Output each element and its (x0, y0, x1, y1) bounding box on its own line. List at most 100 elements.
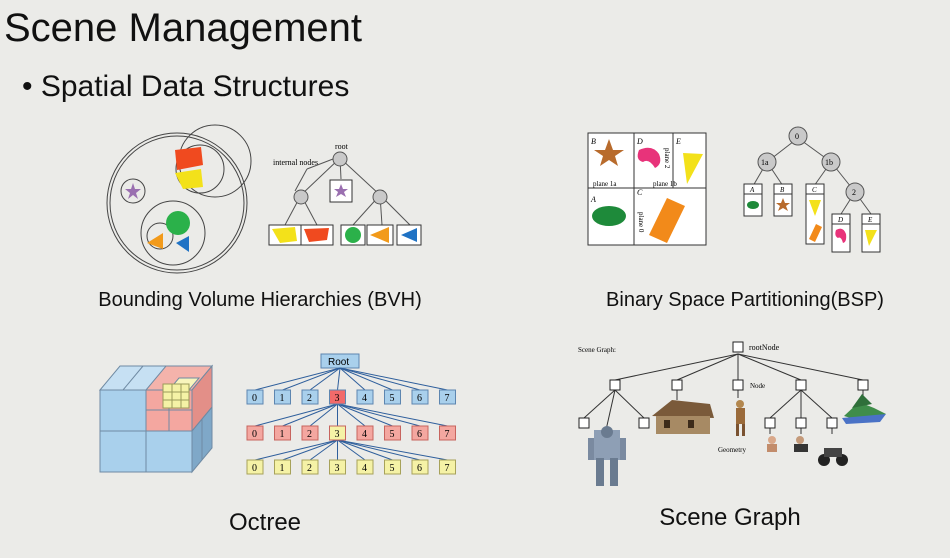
octree-node-label: 6 (417, 429, 422, 440)
svg-text:B: B (591, 137, 596, 146)
svg-text:B: B (780, 186, 785, 194)
octree-node-label: 5 (390, 393, 395, 404)
svg-text:E: E (675, 137, 681, 146)
svg-text:0: 0 (795, 132, 799, 141)
house-geometry (652, 400, 714, 434)
caption-bsp: Binary Space Partitioning(BSP) (606, 289, 884, 311)
octree-node-label: 3 (335, 393, 340, 404)
octree-root-label: Root (328, 357, 349, 368)
octree-node-label: 7 (445, 463, 450, 474)
octree-node-label: 1 (280, 429, 285, 440)
svg-text:plane 2: plane 2 (663, 148, 671, 169)
octree-node-l1-5: 5 (384, 389, 401, 405)
octree-node-label: 0 (252, 429, 257, 440)
svg-text:plane 0: plane 0 (637, 212, 645, 233)
octree-node-label: 4 (362, 429, 367, 440)
bvh-orange-triangle (147, 233, 163, 249)
bvh-internal-node-right (372, 189, 388, 205)
octree-node-l3-4: 4 (356, 459, 374, 475)
octree-node-l3-5: 5 (384, 459, 401, 475)
bsp-node-1b (821, 152, 841, 172)
octree-node-l1-7: 7 (439, 389, 456, 405)
octree-node-l1-1: 1 (274, 389, 291, 405)
terrain-geometry (842, 394, 886, 424)
caption-bvh: Bounding Volume Hierarchies (BVH) (98, 289, 422, 311)
bullet-spatial-structures: • Spatial Data Structures (22, 70, 350, 103)
octree-node-l3-1: 1 (274, 459, 291, 475)
svg-text:C: C (812, 186, 817, 194)
bsp-node-1a (757, 152, 777, 172)
octree-node-label: 0 (252, 393, 257, 404)
octree-node-label: 0 (252, 463, 257, 474)
bvh-star (125, 183, 141, 199)
bvh-blue-triangle (176, 236, 189, 252)
octree-node-l3-6: 6 (411, 459, 429, 475)
bsp-figure: B D E A C plane 1a plane 1b plane 2 plan… (587, 126, 881, 253)
svg-text:2: 2 (852, 188, 856, 197)
scene-graph-root-label: rootNode (749, 343, 780, 352)
octree-node-l2-2: 2 (301, 425, 319, 441)
scene-graph-root-node (732, 341, 744, 353)
octree-node-label: 2 (307, 463, 312, 474)
octree-node-label: 6 (417, 393, 422, 404)
bvh-internal-label: internal nodes (273, 158, 318, 167)
octree-node-label: 4 (362, 463, 367, 474)
bvh-yellow-shape (175, 169, 203, 189)
octree-node-l3-3: 3 (329, 459, 346, 475)
scene-graph-node-label: Node (750, 382, 765, 390)
bvh-red-shape (175, 147, 203, 170)
octree-node-l2-1: 1 (274, 425, 291, 441)
octree-node-l2-0: 0 (246, 425, 264, 441)
octree-node-label: 5 (390, 429, 395, 440)
svg-text:1a: 1a (761, 158, 769, 167)
bvh-green-circle (166, 211, 190, 235)
octree-node-l1-4: 4 (356, 389, 374, 405)
octree-figure: Root 0 1 2 3 4 5 6 7 0 1 2 3 4 5 6 7 0 1 2 3 4 5 6 7 (98, 353, 456, 475)
bsp-node-0 (788, 126, 808, 146)
octree-node-label: 7 (445, 393, 450, 404)
slide-title: Scene Management (4, 6, 363, 50)
svg-text:D: D (636, 137, 643, 146)
bsp-ellipse (592, 206, 626, 226)
bvh-bounding-volumes (106, 124, 252, 274)
bsp-star (594, 139, 624, 166)
svg-text:1b: 1b (825, 158, 833, 167)
svg-text:C: C (637, 188, 643, 197)
octree-node-label: 1 (280, 393, 285, 404)
octree-node-label: 4 (362, 393, 367, 404)
svg-text:A: A (590, 195, 596, 204)
svg-text:E: E (867, 216, 873, 224)
octree-node-l1-6: 6 (411, 389, 429, 405)
octree-node-label: 7 (445, 429, 450, 440)
octree-node-l2-3: 3 (329, 425, 346, 441)
svg-text:A: A (749, 186, 755, 194)
bvh-root-label: root (335, 142, 349, 151)
scene-graph-geometry-label: Geometry (718, 446, 746, 454)
octree-node-l3-0: 0 (246, 459, 264, 475)
octree-node-label: 3 (335, 429, 340, 440)
octree-node-l3-2: 2 (301, 459, 319, 475)
bsp-blob (637, 147, 661, 168)
octree-node-l2-4: 4 (356, 425, 374, 441)
octree-node-label: 3 (335, 463, 340, 474)
motorcycle-geometry (818, 448, 848, 466)
bsp-node-2 (845, 182, 865, 202)
octree-node-l1-2: 2 (301, 389, 319, 405)
octree-node-label: 1 (280, 463, 285, 474)
caption-octree: Octree (228, 509, 302, 536)
octree-node-l1-3: 3 (329, 389, 346, 405)
octree-node-l2-6: 6 (411, 425, 429, 441)
octree-node-l2-7: 7 (439, 425, 456, 441)
scene-graph-figure: Scene Graph: rootNode Node Geometry (578, 341, 886, 486)
octree-node-label: 6 (417, 463, 422, 474)
figure-geometry (736, 400, 745, 436)
svg-text:plane 1a: plane 1a (593, 180, 617, 188)
octree-node-label: 5 (390, 463, 395, 474)
octree-node-l1-0: 0 (246, 389, 264, 405)
bsp-triangle (683, 153, 703, 184)
bsp-leaf-a (743, 183, 763, 217)
bsp-rect (649, 198, 685, 243)
bvh-internal-node-left (293, 189, 309, 205)
svg-text:D: D (837, 216, 843, 224)
caption-scene-graph: Scene Graph (659, 504, 801, 531)
